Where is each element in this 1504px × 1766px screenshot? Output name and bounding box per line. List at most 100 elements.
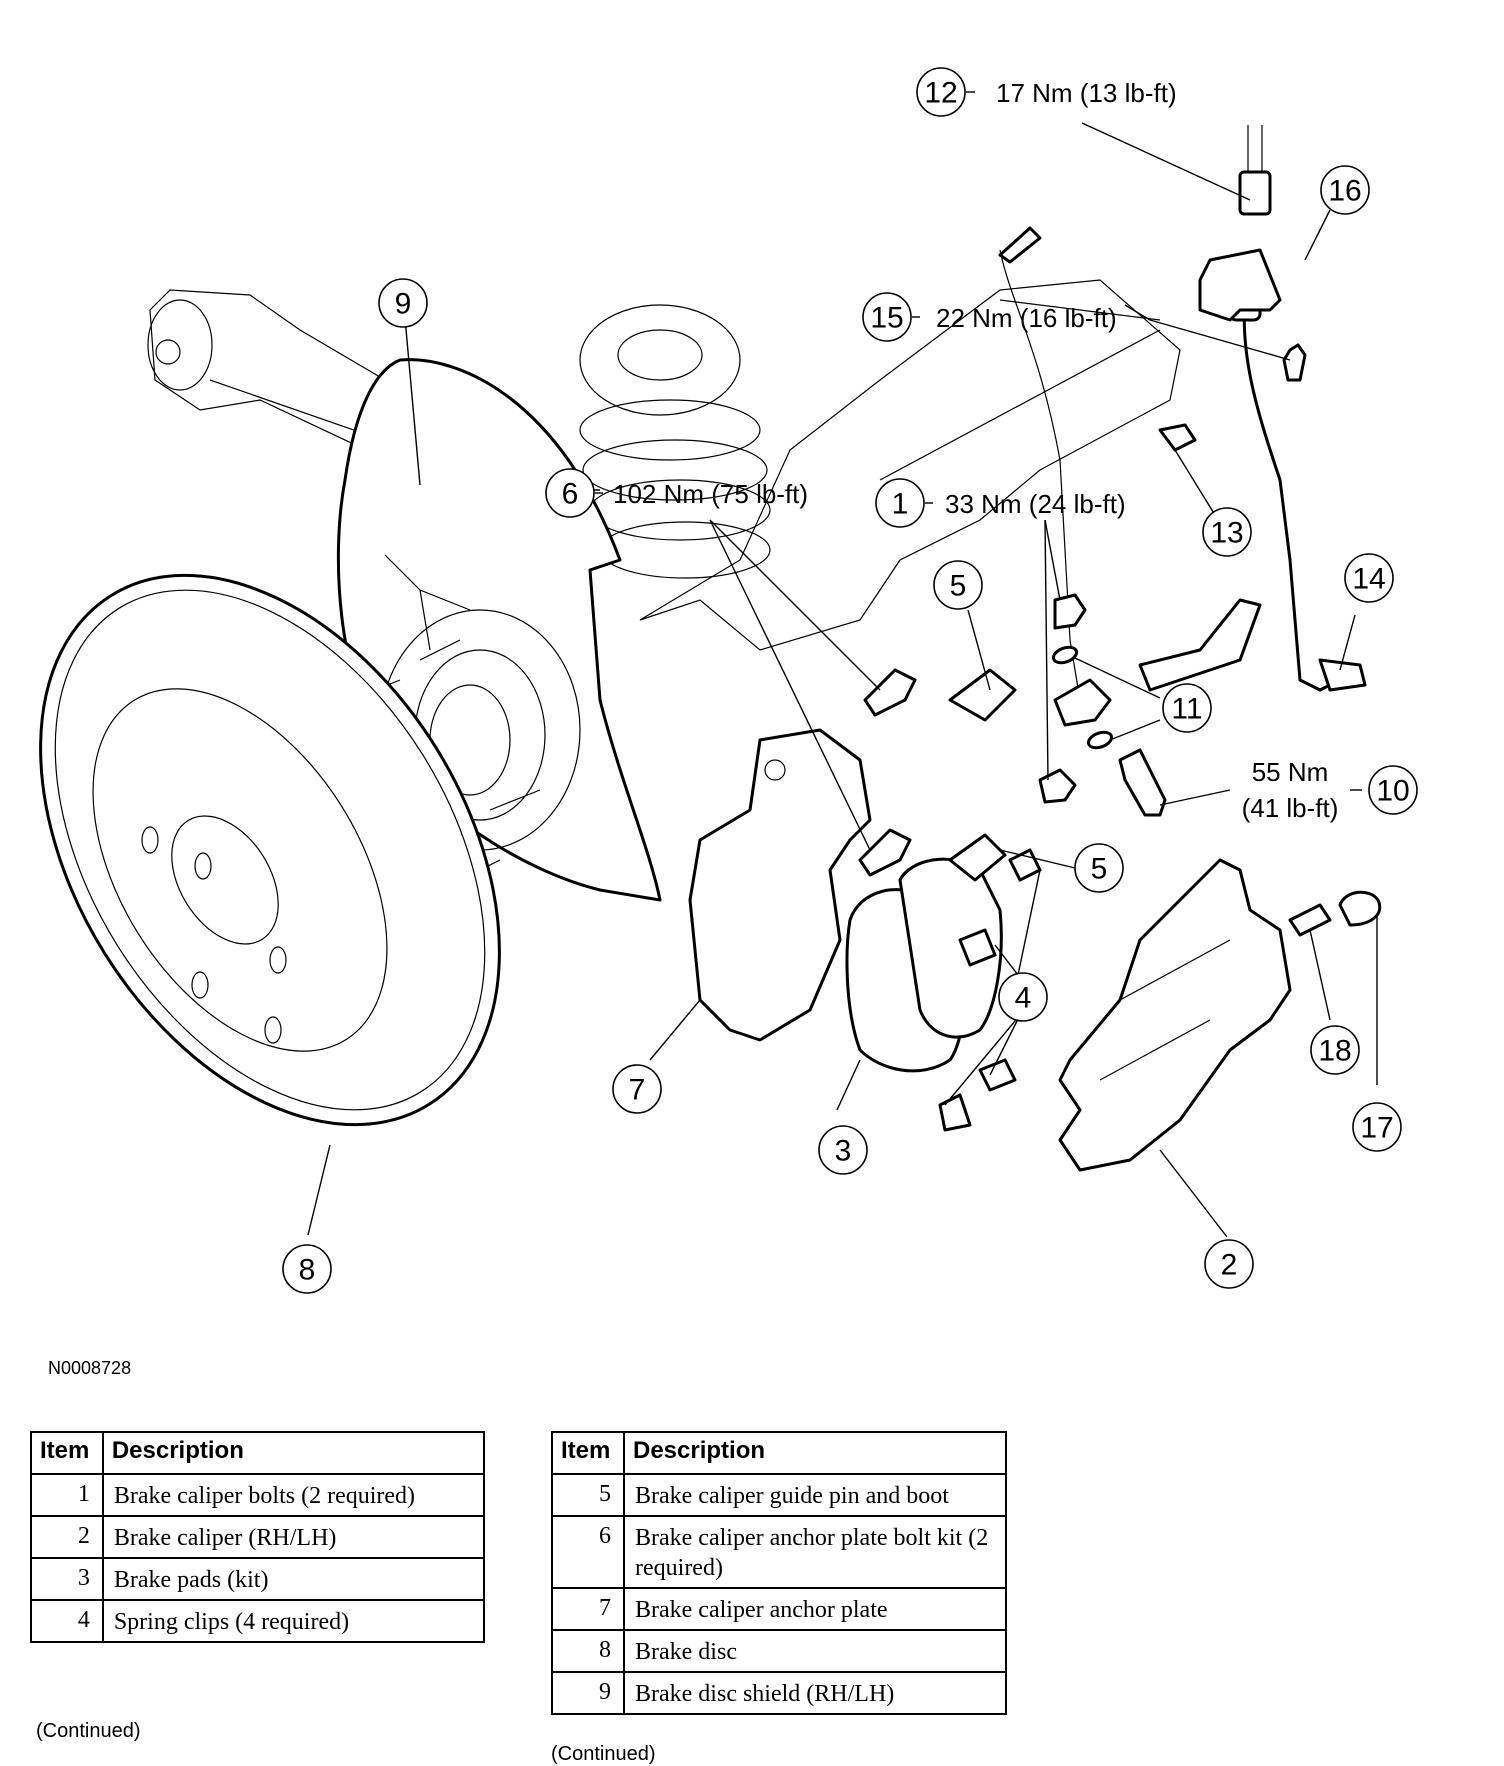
callout-11: 11	[1162, 683, 1212, 733]
svg-text:6: 6	[562, 478, 579, 511]
wear-sensor-wire	[998, 226, 1262, 701]
leader-lines	[307, 122, 1378, 1238]
item-description: Brake caliper anchor plate bolt kit (2 r…	[623, 1515, 1007, 1589]
item-description: Brake pads (kit)	[101, 1557, 486, 1601]
svg-text:12: 12	[924, 77, 957, 110]
callout-6: 6 102 Nm (75 lb-ft)	[545, 468, 808, 518]
washers-and-fitting	[1051, 645, 1114, 750]
item-number: 7	[551, 1587, 625, 1631]
item-number: 9	[551, 1671, 625, 1715]
brake-caliper	[1058, 858, 1292, 1172]
knuckle	[639, 279, 1181, 651]
torque-spec-15: 22 Nm (16 lb-ft)	[936, 303, 1117, 333]
item-number: 2	[30, 1515, 104, 1559]
torque-spec-10-lbft: (41 lb-ft)	[1242, 793, 1339, 823]
svg-text:5: 5	[1091, 853, 1108, 886]
item-number: 8	[551, 1629, 625, 1673]
callout-12: 12 17 Nm (13 lb-ft)	[916, 67, 1177, 117]
description-header: Description	[623, 1431, 1007, 1475]
table-header-row: Item Description	[30, 1431, 486, 1475]
callout-4: 4	[998, 972, 1048, 1022]
svg-text:13: 13	[1210, 517, 1243, 550]
svg-text:11: 11	[1171, 693, 1202, 726]
table-row: 9 Brake disc shield (RH/LH)	[551, 1671, 1007, 1715]
continued-note: (Continued)	[551, 1743, 656, 1765]
item-table-left: Item Description 1 Brake caliper bolts (…	[30, 1431, 486, 1643]
description-header: Description	[101, 1431, 486, 1475]
figure-id: N0008728	[48, 1358, 132, 1378]
svg-text:7: 7	[629, 1074, 646, 1107]
brake-disc	[39, 573, 501, 1127]
callout-5-upper: 5	[933, 560, 983, 610]
bleeder-screw	[1288, 903, 1332, 937]
svg-text:1: 1	[892, 488, 909, 521]
torque-spec-10-nm: 55 Nm	[1252, 757, 1329, 787]
push-pin	[1282, 343, 1307, 382]
item-description: Brake disc shield (RH/LH)	[623, 1671, 1007, 1715]
torque-spec-6: 102 Nm (75 lb-ft)	[613, 479, 808, 509]
svg-text:16: 16	[1328, 175, 1361, 208]
anchor-plate-bolts	[858, 668, 917, 877]
item-description: Spring clips (4 required)	[101, 1599, 486, 1643]
table-row: 6 Brake caliper anchor plate bolt kit (2…	[551, 1515, 1007, 1589]
svg-text:17: 17	[1360, 1112, 1393, 1145]
item-table-right: Item Description 5 Brake caliper guide p…	[551, 1431, 1007, 1715]
callout-13: 13	[1202, 507, 1252, 557]
callout-15: 15 22 Nm (16 lb-ft)	[862, 292, 1117, 342]
clip	[1158, 423, 1197, 452]
table-row: 4 Spring clips (4 required)	[30, 1599, 486, 1643]
table-row: 5 Brake caliper guide pin and boot	[551, 1473, 1007, 1517]
callout-1: 1 33 Nm (24 lb-ft)	[875, 478, 1126, 528]
callout-17: 17	[1352, 1102, 1402, 1152]
exploded-view-diagram: 12 17 Nm (13 lb-ft) 16 15 22 Nm (16 lb-f…	[39, 67, 1418, 1294]
table-row: 8 Brake disc	[551, 1629, 1007, 1673]
svg-text:15: 15	[870, 302, 903, 335]
bolt-10	[1118, 748, 1167, 817]
callout-9: 9	[378, 278, 428, 328]
callout-8: 8	[282, 1244, 332, 1294]
brake-caliper-anchor-plate	[688, 728, 872, 1042]
callout-16: 16	[1320, 165, 1370, 215]
bracket	[1198, 248, 1282, 322]
callout-18: 18	[1310, 1025, 1360, 1075]
callout-10: 55 Nm (41 lb-ft) 10	[1242, 757, 1418, 823]
item-number: 6	[551, 1515, 625, 1589]
svg-text:5: 5	[950, 570, 967, 603]
item-number: 4	[30, 1599, 104, 1643]
item-description: Brake caliper (RH/LH)	[101, 1515, 486, 1559]
caliper-bolts	[1038, 593, 1087, 804]
item-header: Item	[30, 1431, 104, 1475]
item-number: 5	[551, 1473, 625, 1517]
item-number: 1	[30, 1473, 104, 1517]
torque-spec-12: 17 Nm (13 lb-ft)	[996, 78, 1177, 108]
table-row: 1 Brake caliper bolts (2 required)	[30, 1473, 486, 1517]
svg-text:18: 18	[1318, 1035, 1351, 1068]
table-row: 3 Brake pads (kit)	[30, 1557, 486, 1601]
svg-text:10: 10	[1376, 775, 1409, 808]
svg-text:4: 4	[1015, 982, 1032, 1015]
callout-3: 3	[818, 1125, 868, 1175]
svg-text:2: 2	[1221, 1249, 1238, 1282]
table-row: 2 Brake caliper (RH/LH)	[30, 1515, 486, 1559]
item-number: 3	[30, 1557, 104, 1601]
callout-5-lower: 5	[1074, 843, 1124, 893]
svg-text:9: 9	[395, 288, 412, 321]
continued-note: (Continued)	[36, 1720, 141, 1742]
brake-pads	[845, 857, 1003, 1073]
item-description: Brake caliper anchor plate	[623, 1587, 1007, 1631]
item-description: Brake disc	[623, 1629, 1007, 1673]
bolt-12	[1238, 125, 1272, 216]
torque-spec-1: 33 Nm (24 lb-ft)	[945, 489, 1126, 519]
item-description: Brake caliper guide pin and boot	[623, 1473, 1007, 1517]
item-header: Item	[551, 1431, 625, 1475]
callout-7: 7	[612, 1064, 662, 1114]
spring-clips	[938, 848, 1042, 1132]
bleeder-cap	[1338, 890, 1382, 927]
svg-text:3: 3	[835, 1135, 852, 1168]
svg-text:8: 8	[299, 1254, 316, 1287]
table-row: 7 Brake caliper anchor plate	[551, 1587, 1007, 1631]
guide-pins	[948, 668, 1017, 882]
item-description: Brake caliper bolts (2 required)	[101, 1473, 486, 1517]
svg-text:14: 14	[1352, 563, 1385, 596]
table-header-row: Item Description	[551, 1431, 1007, 1475]
